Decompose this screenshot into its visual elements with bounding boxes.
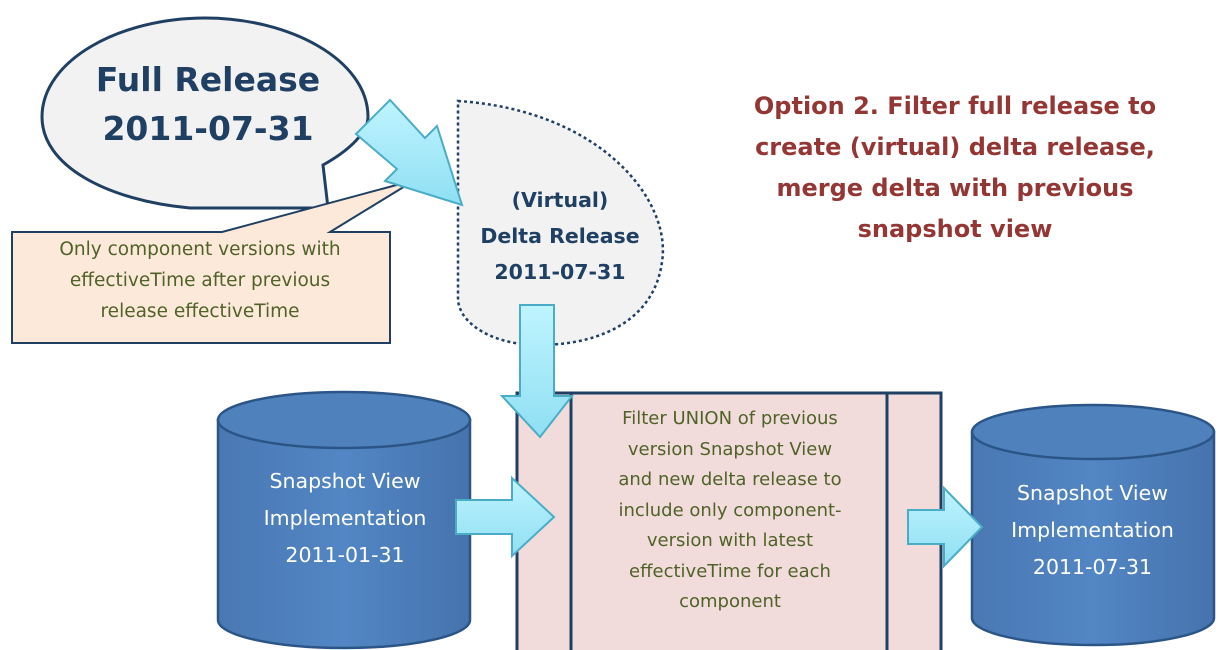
arrow-delta-to-process bbox=[499, 304, 575, 439]
note-text: Only component versions with effectiveTi… bbox=[10, 234, 390, 327]
note-line-2: effectiveTime after previous bbox=[69, 270, 331, 291]
snapshot-view-db-previous bbox=[216, 390, 472, 650]
snapshot-previous-line-2: Implementation bbox=[263, 506, 427, 530]
filter-line-6: effectiveTime for each bbox=[629, 560, 831, 582]
filter-process-text: Filter UNION of previous version Snapsho… bbox=[572, 404, 888, 618]
note-line-1: Only component versions with bbox=[59, 239, 341, 260]
delta-line-1: (Virtual) bbox=[511, 188, 609, 212]
arrow-full-to-delta bbox=[354, 98, 464, 207]
full-release-line-2: 2011-07-31 bbox=[102, 109, 314, 148]
arrow-db-to-process bbox=[455, 475, 556, 559]
delta-release-shape bbox=[456, 99, 665, 347]
snapshot-new-label: Snapshot View Implementation 2011-07-31 bbox=[970, 475, 1215, 586]
option-title-line-1: Option 2. Filter full release to bbox=[753, 92, 1157, 120]
snapshot-previous-line-3: 2011-01-31 bbox=[285, 543, 405, 567]
full-release-line-1: Full Release bbox=[95, 60, 321, 99]
snapshot-previous-line-1: Snapshot View bbox=[269, 469, 421, 493]
note-line-3: release effectiveTime bbox=[100, 301, 300, 322]
delta-line-3: 2011-07-31 bbox=[494, 260, 626, 284]
option-title-line-3: merge delta with previous bbox=[776, 174, 1134, 202]
filter-line-3: and new delta release to bbox=[618, 469, 842, 490]
filter-line-2: version Snapshot View bbox=[627, 438, 833, 460]
filter-line-1: Filter UNION of previous bbox=[622, 408, 838, 429]
delta-line-2: Delta Release bbox=[480, 224, 640, 248]
snapshot-new-line-1: Snapshot View bbox=[1017, 481, 1168, 505]
snapshot-view-db-new bbox=[970, 403, 1216, 647]
option-title: Option 2. Filter full release to create … bbox=[725, 86, 1185, 250]
full-release-label: Full Release 2011-07-31 bbox=[58, 55, 358, 153]
full-release-callout bbox=[40, 16, 370, 210]
snapshot-previous-label: Snapshot View Implementation 2011-01-31 bbox=[215, 463, 475, 574]
note-callout bbox=[11, 179, 416, 344]
filter-line-7: component bbox=[679, 591, 781, 612]
delta-release-label: (Virtual) Delta Release 2011-07-31 bbox=[460, 182, 660, 290]
snapshot-new-line-3: 2011-07-31 bbox=[1032, 555, 1153, 579]
snapshot-new-line-2: Implementation bbox=[1011, 518, 1174, 542]
arrow-process-to-db bbox=[907, 485, 984, 569]
option-title-line-2: create (virtual) delta release, bbox=[755, 133, 1155, 161]
filter-line-5: version with latest bbox=[646, 530, 814, 551]
filter-line-4: include only component- bbox=[618, 499, 842, 521]
option-title-line-4: snapshot view bbox=[857, 215, 1053, 243]
